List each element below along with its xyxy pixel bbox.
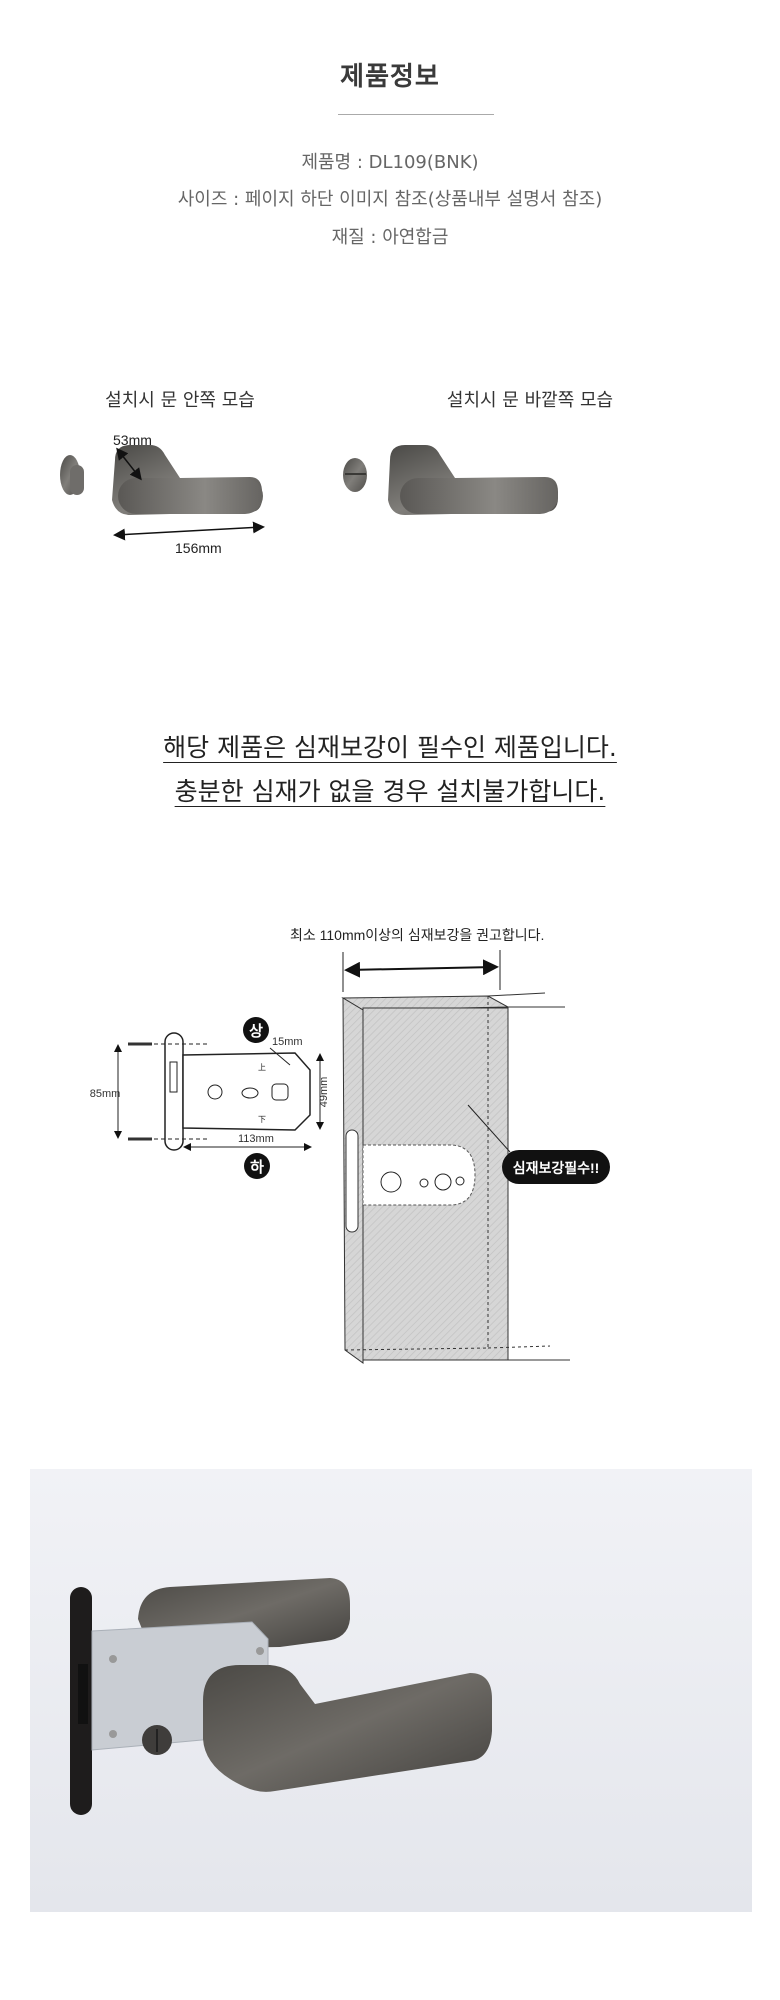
- inside-lever-handle: [112, 445, 263, 515]
- product-photo: [30, 1469, 752, 1912]
- svg-text:下: 下: [258, 1115, 266, 1124]
- height-85-dimension: 85mm: [90, 1088, 121, 1100]
- length-113-dimension: 113mm: [238, 1133, 274, 1145]
- svg-text:上: 上: [258, 1063, 266, 1072]
- installation-diagram: 최소 110mm이상의 심재보강을 권고합니다. 심재보강필수!! 上 下: [90, 927, 610, 1364]
- height-49-dimension: 49mm: [318, 1077, 330, 1108]
- handle-views: 53mm 156mm: [60, 432, 558, 556]
- title-divider: [338, 114, 494, 115]
- reinforcement-required-badge: 심재보강필수!!: [502, 1150, 610, 1184]
- offset-15-dimension: 15mm: [272, 1036, 303, 1048]
- product-name: 제품명 : DL109(BNK): [301, 152, 479, 173]
- depth-dimension: 53mm: [113, 432, 152, 448]
- svg-text:하: 하: [250, 1159, 264, 1176]
- product-material: 재질 : 아연합금: [331, 227, 449, 248]
- inside-thumbturn: [60, 455, 84, 495]
- front-lever-photo: [203, 1665, 492, 1792]
- door-block: [341, 992, 570, 1364]
- outside-emergency-release: [343, 458, 367, 492]
- depth-dimension-arrow: [116, 447, 142, 481]
- product-size: 사이즈 : 페이지 하단 이미지 참조(상품내부 설명서 참조): [177, 189, 603, 210]
- outside-lever-handle: [388, 445, 558, 515]
- length-dimension: 156mm: [175, 540, 222, 556]
- inside-view-label: 설치시 문 안쪽 모습: [105, 390, 255, 411]
- reinforcement-notice: 해당 제품은 심재보강이 필수인 제품입니다.: [163, 733, 617, 762]
- length-dimension-arrow: [113, 521, 265, 541]
- outside-view-label: 설치시 문 바깥쪽 모습: [446, 390, 614, 411]
- svg-text:심재보강필수!!: 심재보강필수!!: [513, 1160, 600, 1176]
- reinforcement-caption: 최소 110mm이상의 심재보강을 권고합니다.: [290, 927, 544, 943]
- width-dimension-arrow: [344, 959, 499, 978]
- bottom-marker: 하: [244, 1153, 270, 1179]
- section-title: 제품정보: [340, 62, 440, 92]
- installation-notice: 충분한 심재가 없을 경우 설치불가합니다.: [174, 777, 606, 806]
- top-marker: 상: [243, 1017, 269, 1043]
- svg-text:상: 상: [249, 1023, 263, 1040]
- mortise-lock-drawing: 上 下: [114, 1032, 324, 1151]
